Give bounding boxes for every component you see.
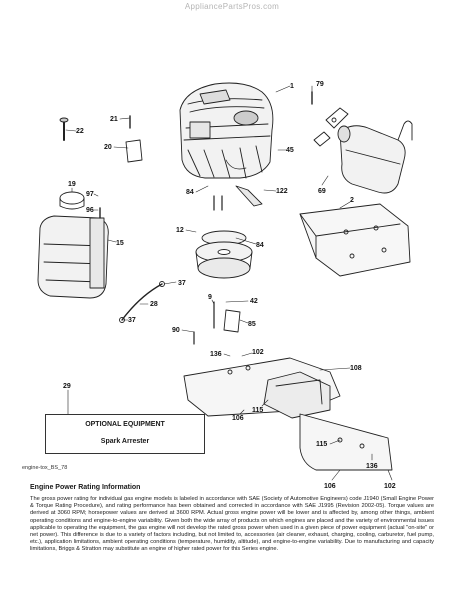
frame-plate-illustration xyxy=(299,203,411,277)
callout-115-lower: 115 xyxy=(316,441,327,448)
callout-102-lower: 102 xyxy=(384,483,396,490)
bracket-illustration xyxy=(193,301,241,345)
callout-106-lower: 106 xyxy=(324,483,336,490)
callout-29: 29 xyxy=(63,383,71,390)
callout-84-upper: 84 xyxy=(186,189,194,196)
optional-equipment-title: OPTIONAL EQUIPMENT xyxy=(85,421,165,428)
callout-22: 22 xyxy=(76,128,84,135)
callout-69: 69 xyxy=(318,188,326,195)
callout-12: 12 xyxy=(176,227,184,234)
callout-90: 90 xyxy=(172,327,180,334)
callout-85: 85 xyxy=(248,321,256,328)
callout-42: 42 xyxy=(250,298,258,305)
callout-106-upper: 106 xyxy=(232,415,244,422)
callout-79: 79 xyxy=(316,81,324,88)
callout-1: 1 xyxy=(290,83,294,90)
callout-2: 2 xyxy=(350,197,354,204)
file-reference: engine-tox_BS_78 xyxy=(22,465,68,471)
callout-28: 28 xyxy=(150,301,158,308)
optional-equipment-box: OPTIONAL EQUIPMENT Spark Arrester xyxy=(45,414,205,454)
callout-37-lower: 37 xyxy=(128,317,136,324)
callout-21: 21 xyxy=(110,116,118,123)
callout-115-upper: 115 xyxy=(252,407,263,414)
optional-equipment-item: Spark Arrester xyxy=(100,438,150,445)
callout-20: 20 xyxy=(104,144,112,151)
callout-19: 19 xyxy=(68,181,76,188)
small-parts-illustration xyxy=(59,91,313,219)
callout-84-lower: 84 xyxy=(256,242,264,249)
engine-illustration xyxy=(179,82,274,179)
callout-labels: 1 79 21 22 20 45 69 84 122 2 19 97 96 15… xyxy=(63,81,396,490)
callout-122: 122 xyxy=(276,188,288,195)
callout-96: 96 xyxy=(86,207,94,214)
callout-37-upper: 37 xyxy=(178,280,186,287)
callout-136-upper: 136 xyxy=(210,351,222,358)
callout-97: 97 xyxy=(86,191,94,198)
callout-102-upper: 102 xyxy=(252,349,264,356)
pulley-illustration xyxy=(195,230,253,279)
leader-lines xyxy=(65,85,393,481)
heat-shield-illustration xyxy=(183,357,393,471)
info-body: The gross power rating for individual ga… xyxy=(30,496,434,553)
callout-15: 15 xyxy=(116,240,124,247)
callout-9: 9 xyxy=(208,294,212,301)
callout-108: 108 xyxy=(350,365,362,372)
callout-45: 45 xyxy=(286,147,294,154)
callout-136-lower: 136 xyxy=(366,463,378,470)
info-title: Engine Power Rating Information xyxy=(30,484,141,491)
watermark: AppliancePartsPros.com xyxy=(184,2,280,11)
muffler-illustration xyxy=(313,107,413,194)
fuel-tank-illustration xyxy=(37,191,109,299)
